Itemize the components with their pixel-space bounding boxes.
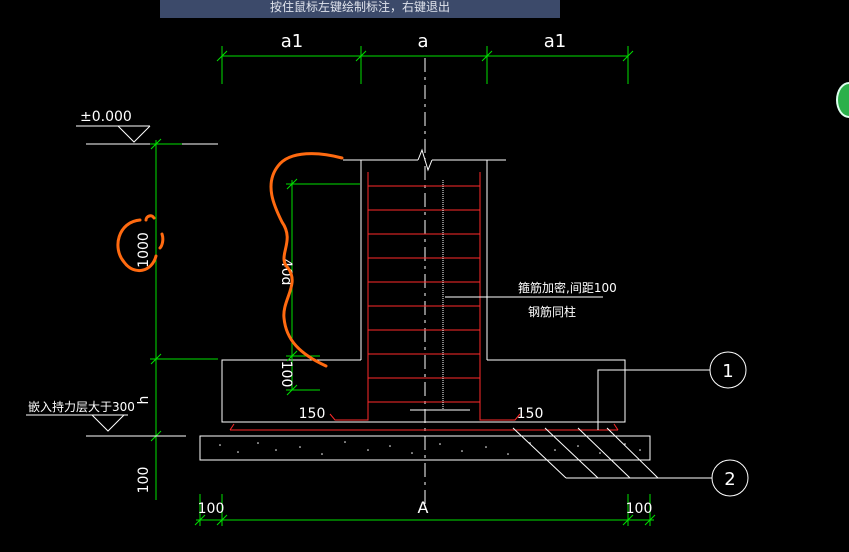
- dim-bottom-A: A: [418, 498, 429, 517]
- bottom-dimension-chain: 100 A 100: [194, 494, 656, 526]
- dim-bottom-100-left: 100: [198, 501, 225, 517]
- dim-40d: 40d: [278, 259, 294, 286]
- markup-squiggle: [269, 152, 344, 368]
- cushion-hatch: [219, 441, 641, 455]
- callout-1: 1: [597, 351, 747, 430]
- dim-left-h: h: [136, 396, 152, 405]
- rebar-cage: [229, 172, 619, 431]
- column-outline: [343, 148, 506, 360]
- embed-note: 嵌入持力层大于300: [26, 399, 186, 437]
- anchorage-dimension: 40d 100: [278, 178, 360, 396]
- footing-outline: [221, 359, 626, 423]
- concrete-cushion: [199, 435, 651, 461]
- top-dimension-chain: a1 a a1: [216, 31, 634, 84]
- banner-text: 按住鼠标左键绘制标注，右键退出: [269, 0, 450, 14]
- dim-top-a1-right: a1: [544, 31, 566, 52]
- dim-inner-100: 100: [278, 361, 294, 388]
- elevation-mark: ±0.000: [76, 109, 218, 145]
- dim-left-100: 100: [136, 467, 152, 494]
- dim-top-a1-left: a1: [281, 31, 303, 52]
- stirrup-note-text: 箍筋加密,间距100: [518, 280, 617, 295]
- stirrup-note: 箍筋加密,间距100 钢筋同柱: [445, 280, 617, 319]
- callout-2-label: 2: [724, 469, 735, 490]
- dim-bottom-100-right: 100: [626, 501, 653, 517]
- dim-left-1000: 1000: [136, 232, 152, 268]
- callout-2: 2: [512, 427, 749, 497]
- markup-circle-around-1000: [116, 214, 165, 272]
- orange-markup: [116, 152, 344, 368]
- embed-note-text: 嵌入持力层大于300: [28, 399, 135, 414]
- elevation-label: ±0.000: [80, 109, 132, 125]
- longitudinal-bars: [410, 180, 470, 411]
- dim-top-a: a: [417, 31, 428, 52]
- rebar-note-text: 钢筋同柱: [528, 304, 576, 319]
- left-dimension-chain: 1000 h 100: [136, 138, 218, 500]
- dim-foot-150-left: 150: [299, 406, 326, 422]
- status-banner: 按住鼠标左键绘制标注，右键退出: [160, 0, 560, 18]
- dim-foot-150-right: 150: [517, 406, 544, 422]
- callout-1-label: 1: [722, 361, 733, 382]
